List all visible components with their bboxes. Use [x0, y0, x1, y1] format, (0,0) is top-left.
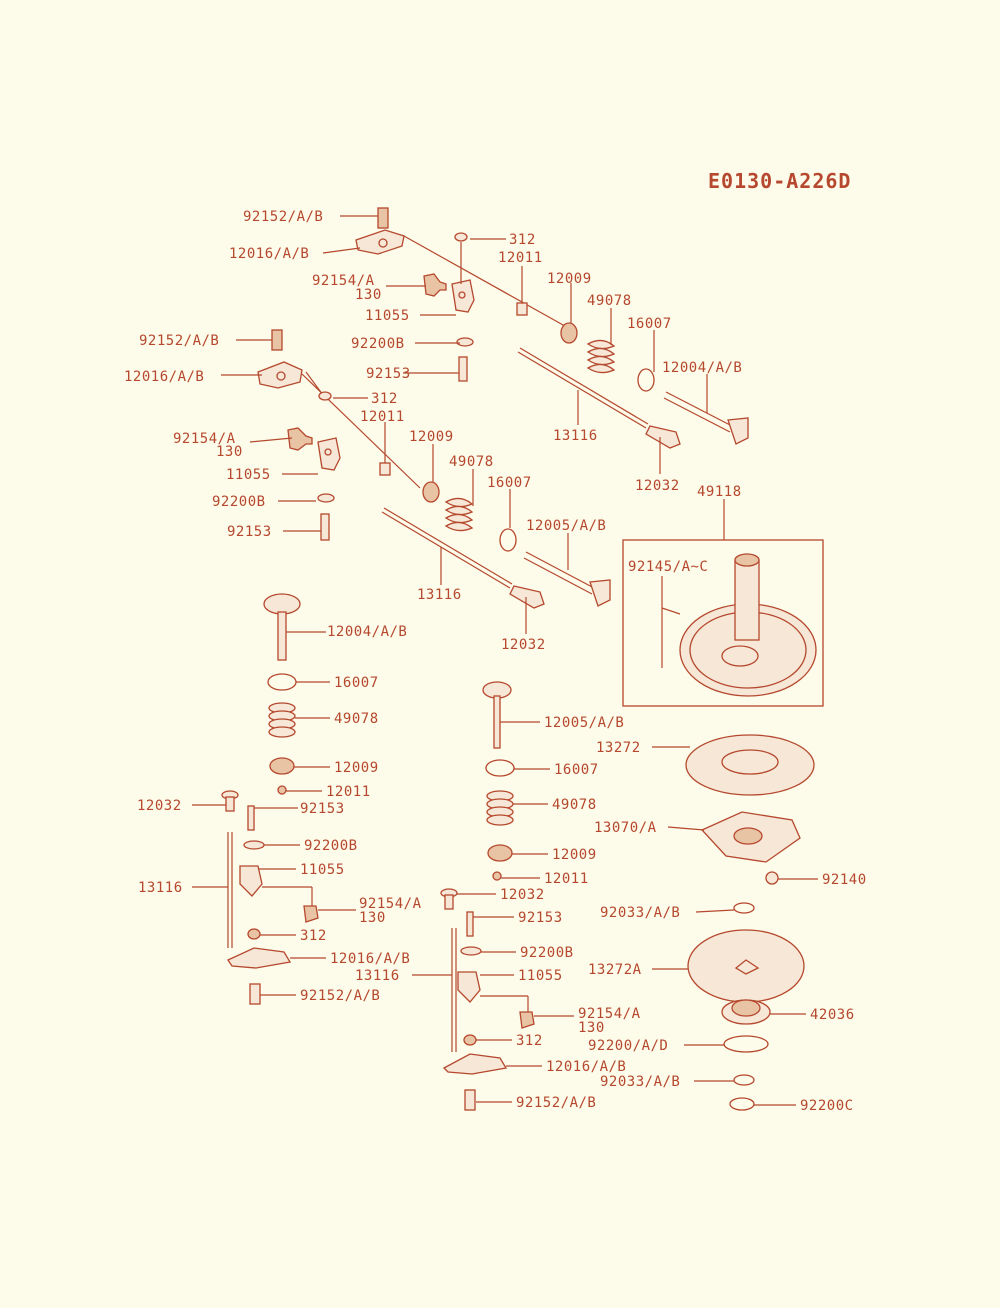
label-92152: 92152/A/B: [300, 988, 380, 1004]
label-130: 130: [359, 910, 386, 926]
label-12009: 12009: [334, 760, 379, 776]
label-11055: 11055: [518, 968, 563, 984]
label-12032: 12032: [500, 887, 545, 903]
label-11055: 11055: [365, 308, 410, 324]
label-92200b: 92200B: [304, 838, 358, 854]
label-12011: 12011: [498, 250, 543, 266]
label-12011: 12011: [360, 409, 405, 425]
label-92153: 92153: [366, 366, 411, 382]
label-42036: 42036: [810, 1007, 855, 1023]
label-130: 130: [355, 287, 382, 303]
label-49078: 49078: [334, 711, 379, 727]
label-49078: 49078: [449, 454, 494, 470]
label-49118: 49118: [697, 484, 742, 500]
label-92153: 92153: [518, 910, 563, 926]
label-92153: 92153: [300, 801, 345, 817]
label-12011: 12011: [544, 871, 589, 887]
label-12016: 12016/A/B: [330, 951, 410, 967]
label-12005: 12005/A/B: [526, 518, 606, 534]
label-12032: 12032: [501, 637, 546, 653]
label-16007: 16007: [554, 762, 599, 778]
label-312: 312: [509, 232, 536, 248]
label-12016: 12016/A/B: [124, 369, 204, 385]
label-92152: 92152/A/B: [243, 209, 323, 225]
label-13272a: 13272A: [588, 962, 642, 978]
assembly-lower-left: [221, 593, 319, 1005]
label-12009: 12009: [552, 847, 597, 863]
label-92154: 92154/A: [173, 431, 236, 447]
label-12016: 12016/A/B: [229, 246, 309, 262]
drawing-id: E0130-A226D: [708, 169, 851, 193]
label-13116: 13116: [138, 880, 183, 896]
label-49078: 49078: [552, 797, 597, 813]
label-12032: 12032: [137, 798, 182, 814]
label-92200b: 92200B: [520, 945, 574, 961]
label-92154: 92154/A: [578, 1006, 641, 1022]
label-11055: 11055: [226, 467, 271, 483]
label-92154: 92154/A: [312, 273, 375, 289]
label-13070: 13070/A: [594, 820, 657, 836]
label-12032: 12032: [635, 478, 680, 494]
assembly-upper-1: [355, 207, 749, 449]
label-12004: 12004/A/B: [327, 624, 407, 640]
label-13116: 13116: [553, 428, 598, 444]
assembly-lower-right: [440, 681, 535, 1111]
label-12009: 12009: [409, 429, 454, 445]
label-12016: 12016/A/B: [546, 1059, 626, 1075]
label-92033: 92033/A/B: [600, 905, 680, 921]
label-16007: 16007: [334, 675, 379, 691]
label-13116: 13116: [355, 968, 400, 984]
label-16007: 16007: [627, 316, 672, 332]
label-12009: 12009: [547, 271, 592, 287]
label-12011: 12011: [326, 784, 371, 800]
label-92152: 92152/A/B: [139, 333, 219, 349]
governor-assembly: [685, 734, 815, 1111]
label-92154: 92154/A: [359, 896, 422, 912]
label-92200b: 92200B: [351, 336, 405, 352]
label-92153: 92153: [227, 524, 272, 540]
label-11055: 11055: [300, 862, 345, 878]
label-130: 130: [216, 444, 243, 460]
label-12005: 12005/A/B: [544, 715, 624, 731]
label-12004: 12004/A/B: [662, 360, 742, 376]
label-92200: 92200/A/D: [588, 1038, 668, 1054]
label-312: 312: [516, 1033, 543, 1049]
assembly-upper-2: [257, 329, 611, 609]
label-92033: 92033/A/B: [600, 1074, 680, 1090]
leader-lines: [192, 215, 818, 1106]
label-92200c: 92200C: [800, 1098, 854, 1114]
label-92152: 92152/A/B: [516, 1095, 596, 1111]
part-labels: 92152/A/B 12016/A/B 92154/A 130 11055 92…: [124, 209, 867, 1114]
label-312: 312: [371, 391, 398, 407]
label-92140: 92140: [822, 872, 867, 888]
label-312: 312: [300, 928, 327, 944]
label-130: 130: [578, 1020, 605, 1036]
label-92145: 92145/A~C: [628, 559, 708, 575]
label-16007: 16007: [487, 475, 532, 491]
label-13272: 13272: [596, 740, 641, 756]
label-49078: 49078: [587, 293, 632, 309]
label-13116: 13116: [417, 587, 462, 603]
camshaft-assembly: [622, 539, 824, 707]
label-92200b: 92200B: [212, 494, 266, 510]
